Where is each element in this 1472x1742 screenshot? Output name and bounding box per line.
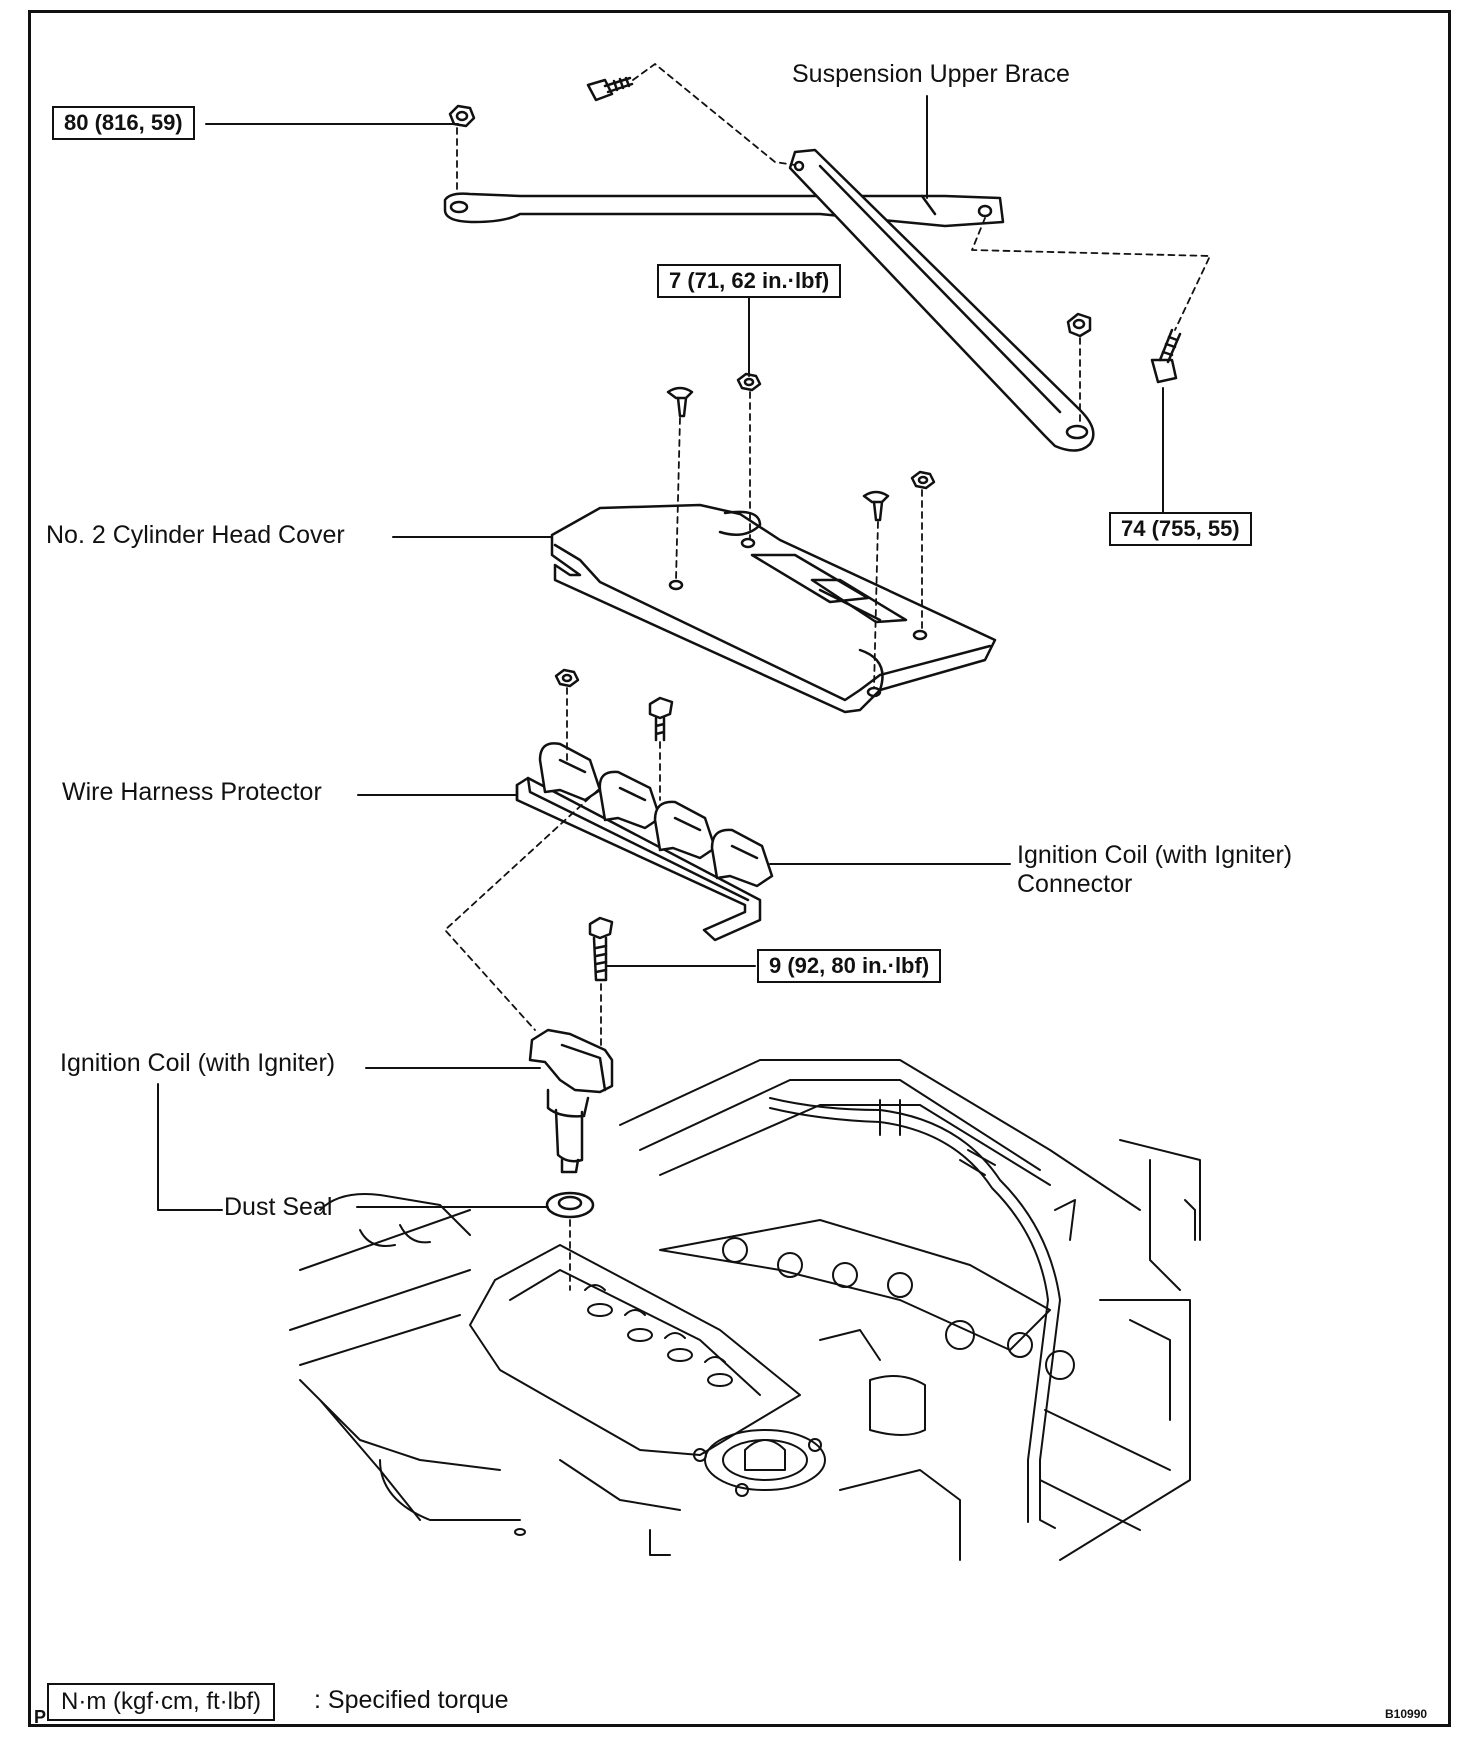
label-ignition-coil-connector: Ignition Coil (with Igniter) Connector: [1017, 841, 1292, 899]
coil-bolt: [588, 916, 614, 982]
legend-unit-box: N·m (kgf·cm, ft·lbf): [47, 1683, 275, 1721]
cylinder-head-cover: [550, 503, 997, 714]
label-ignition-coil-connector-line2: Connector: [1017, 869, 1133, 898]
leader-lines: [157, 95, 1164, 1211]
torque-cover-nut: 7 (71, 62 in.·lbf): [657, 264, 842, 299]
label-wire-harness-protector: Wire Harness Protector: [62, 778, 322, 806]
engine-bay: [289, 1059, 1201, 1561]
wire-harness-protector: [515, 742, 774, 942]
protector-fasteners: [554, 668, 674, 742]
label-suspension-upper-brace: Suspension Upper Brace: [792, 60, 1070, 88]
suspension-upper-brace: [443, 148, 1095, 452]
label-dust-seal: Dust Seal: [224, 1193, 333, 1221]
corner-letter: P: [34, 1707, 47, 1727]
label-ignition-coil-connector-line1: Ignition Coil (with Igniter): [1017, 841, 1293, 869]
legend-description: : Specified torque: [314, 1686, 509, 1714]
brace-guide-lines: [456, 63, 1211, 425]
ignition-coil: [528, 1028, 614, 1174]
torque-brace-bolt: 74 (755, 55): [1109, 512, 1252, 547]
diagram-frame: [28, 10, 1451, 1727]
torque-brace-nut: 80 (816, 59): [52, 106, 195, 141]
cover-fasteners: [666, 372, 936, 522]
figure-code: B10990: [1385, 1707, 1428, 1721]
brace-fasteners: [448, 76, 1182, 384]
dust-seal-ring: [545, 1191, 595, 1219]
label-no2-cylinder-head-cover: No. 2 Cylinder Head Cover: [46, 521, 345, 549]
torque-coil-bolt: 9 (92, 80 in.·lbf): [757, 949, 942, 984]
cover-guide-lines: [675, 391, 923, 689]
label-ignition-coil: Ignition Coil (with Igniter): [60, 1049, 336, 1077]
protector-guide-lines: [444, 687, 661, 1031]
